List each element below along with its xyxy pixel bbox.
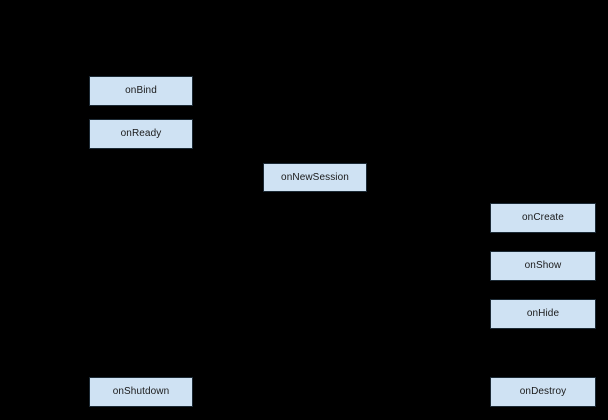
node-onbind-label: onBind	[125, 85, 157, 96]
node-ondestroy-label: onDestroy	[519, 386, 567, 397]
node-oncreate: onCreate	[490, 203, 596, 233]
node-ondestroy: onDestroy	[490, 377, 596, 407]
node-onready-label: onReady	[120, 128, 162, 139]
node-onshutdown: onShutdown	[89, 377, 193, 407]
node-onnewsession: onNewSession	[263, 163, 367, 192]
node-onhide-label: onHide	[526, 308, 560, 319]
node-onshow-label: onShow	[524, 260, 562, 271]
node-onhide: onHide	[490, 299, 596, 329]
node-onshutdown-label: onShutdown	[112, 386, 170, 397]
node-onbind: onBind	[89, 76, 193, 106]
node-oncreate-label: onCreate	[522, 212, 564, 223]
node-onshow: onShow	[490, 251, 596, 281]
node-onnewsession-label: onNewSession	[281, 171, 349, 183]
node-onready: onReady	[89, 119, 193, 149]
